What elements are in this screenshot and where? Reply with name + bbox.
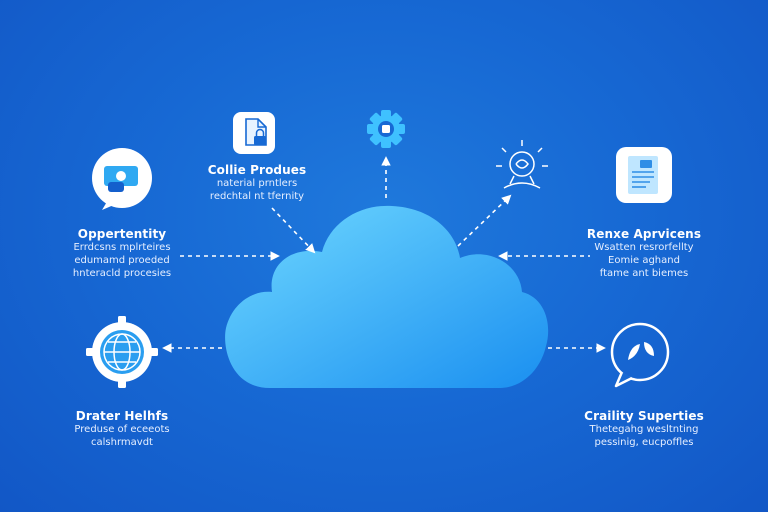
central-cloud bbox=[225, 205, 549, 388]
leaf-chat-icon bbox=[610, 322, 670, 388]
node-description-line: hnteracld procesies bbox=[72, 268, 172, 279]
node-title: Craility Superties bbox=[584, 409, 704, 423]
gear-icon bbox=[367, 110, 405, 148]
node-description-line: Errdcsns mplrteires bbox=[73, 242, 171, 253]
node-left-upper: Oppertentity Errdcsns mplrteires edumamd… bbox=[56, 228, 188, 280]
document-lock-icon bbox=[233, 112, 275, 154]
node-description-line: Eomie aghand bbox=[608, 255, 680, 266]
connector-top-right bbox=[457, 194, 512, 247]
node-top-left: Collie Produes naterial prntlers redchta… bbox=[196, 164, 318, 203]
globe-icon bbox=[86, 316, 158, 388]
node-right-lower: Craility Superties Thetegahg wesltnting … bbox=[572, 410, 716, 449]
node-description-line: ftame ant biemes bbox=[599, 268, 689, 279]
node-description-line: Preduse of eceeots bbox=[74, 424, 170, 435]
node-title: Drater Helhfs bbox=[75, 409, 169, 423]
node-left-lower: Drater Helhfs Preduse of eceeots calshrm… bbox=[56, 410, 188, 449]
connector-top-left bbox=[271, 207, 316, 254]
document-icon bbox=[616, 147, 672, 203]
node-title: Renxe Aprvicens bbox=[586, 227, 702, 241]
node-description-line: Wsatten resrorfellty bbox=[594, 242, 694, 253]
node-description-line: pessinig, eucpoffles bbox=[594, 437, 694, 448]
node-description-line: Thetegahg wesltnting bbox=[589, 424, 699, 435]
node-description-line: calshrmavdt bbox=[91, 437, 153, 448]
money-chat-icon bbox=[92, 148, 152, 210]
node-description-line: naterial prntlers bbox=[216, 178, 298, 189]
node-title: Collie Produes bbox=[207, 163, 307, 177]
node-title: Oppertentity bbox=[77, 227, 167, 241]
node-description-line: edumamd proeded bbox=[74, 255, 170, 266]
lightbulb-idea-icon bbox=[496, 140, 548, 189]
node-right-upper: Renxe Aprvicens Wsatten resrorfellty Eom… bbox=[578, 228, 710, 280]
connectors bbox=[162, 156, 606, 353]
node-description-line: redchtal nt tfernity bbox=[209, 191, 305, 202]
